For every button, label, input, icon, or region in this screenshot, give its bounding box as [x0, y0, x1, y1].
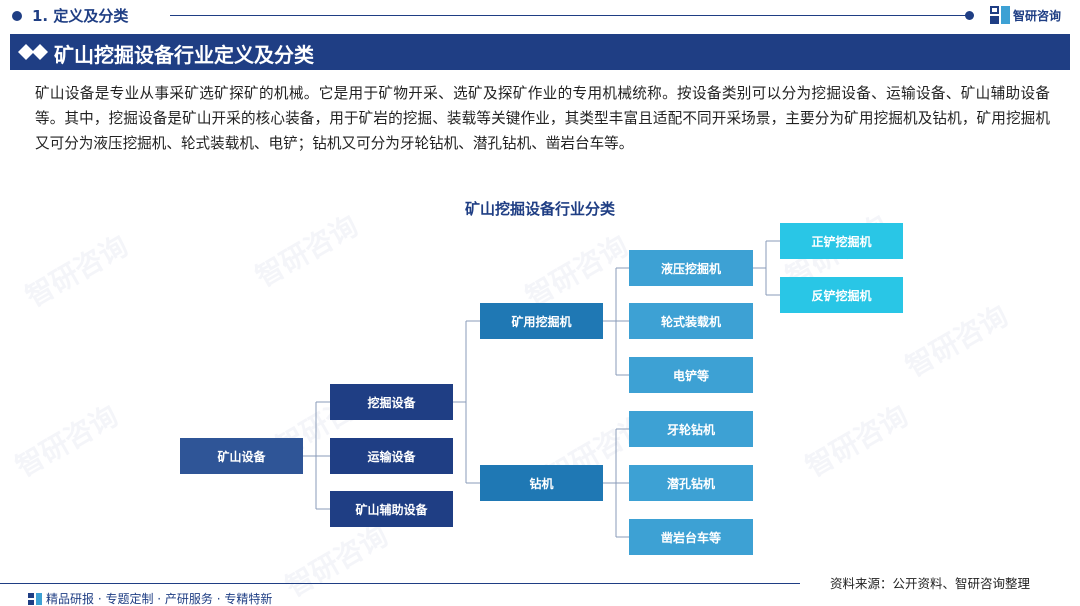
header-banner: 矿山挖掘设备行业定义及分类: [10, 34, 1070, 70]
brand-name: 智研咨询: [1013, 8, 1062, 23]
top-divider: [170, 15, 973, 16]
node-front-shovel: 正铲挖掘机: [780, 223, 903, 259]
node-rotary-drill: 牙轮钻机: [629, 411, 753, 447]
node-mining-excavator: 矿用挖掘机: [480, 303, 603, 339]
section-bullet-icon: [12, 11, 22, 21]
node-drill: 钻机: [480, 465, 603, 501]
node-transport-equipment: 运输设备: [330, 438, 453, 474]
node-hydraulic-excavator: 液压挖掘机: [629, 250, 753, 286]
node-backhoe: 反铲挖掘机: [780, 277, 903, 313]
node-excavation-equipment: 挖掘设备: [330, 384, 453, 420]
footer-services: 精品研报 · 专题定制 · 产研服务 · 专精特新: [28, 590, 272, 606]
double-diamond-icon: [18, 44, 48, 60]
diagram-title: 矿山挖掘设备行业分类: [464, 200, 615, 218]
divider-end-dot-icon: [965, 11, 974, 20]
page-title: 矿山挖掘设备行业定义及分类: [54, 43, 314, 67]
section-title: 1. 定义及分类: [32, 7, 129, 25]
footer-services-text: 精品研报 · 专题定制 · 产研服务 · 专精特新: [46, 592, 273, 606]
brand-logo: 智研咨询: [990, 5, 1061, 25]
brand-mark-icon: [990, 6, 1010, 24]
node-mining-equipment: 矿山设备: [180, 438, 303, 474]
node-wheel-loader: 轮式装载机: [629, 303, 753, 339]
top-bar: 1. 定义及分类 智研咨询: [0, 0, 1080, 32]
node-rock-drilling-jumbo: 凿岩台车等: [629, 519, 753, 555]
source-note: 资料来源：公开资料、智研咨询整理: [830, 576, 1031, 591]
footer-divider: [0, 583, 800, 584]
node-dth-drill: 潜孔钻机: [629, 465, 753, 501]
brand-mark-icon: [28, 592, 42, 605]
node-auxiliary-equipment: 矿山辅助设备: [330, 491, 453, 527]
intro-paragraph: 矿山设备是专业从事采矿选矿探矿的机械。它是用于矿物开采、选矿及探矿作业的专用机械…: [35, 85, 1050, 152]
node-electric-shovel: 电铲等: [629, 357, 753, 393]
